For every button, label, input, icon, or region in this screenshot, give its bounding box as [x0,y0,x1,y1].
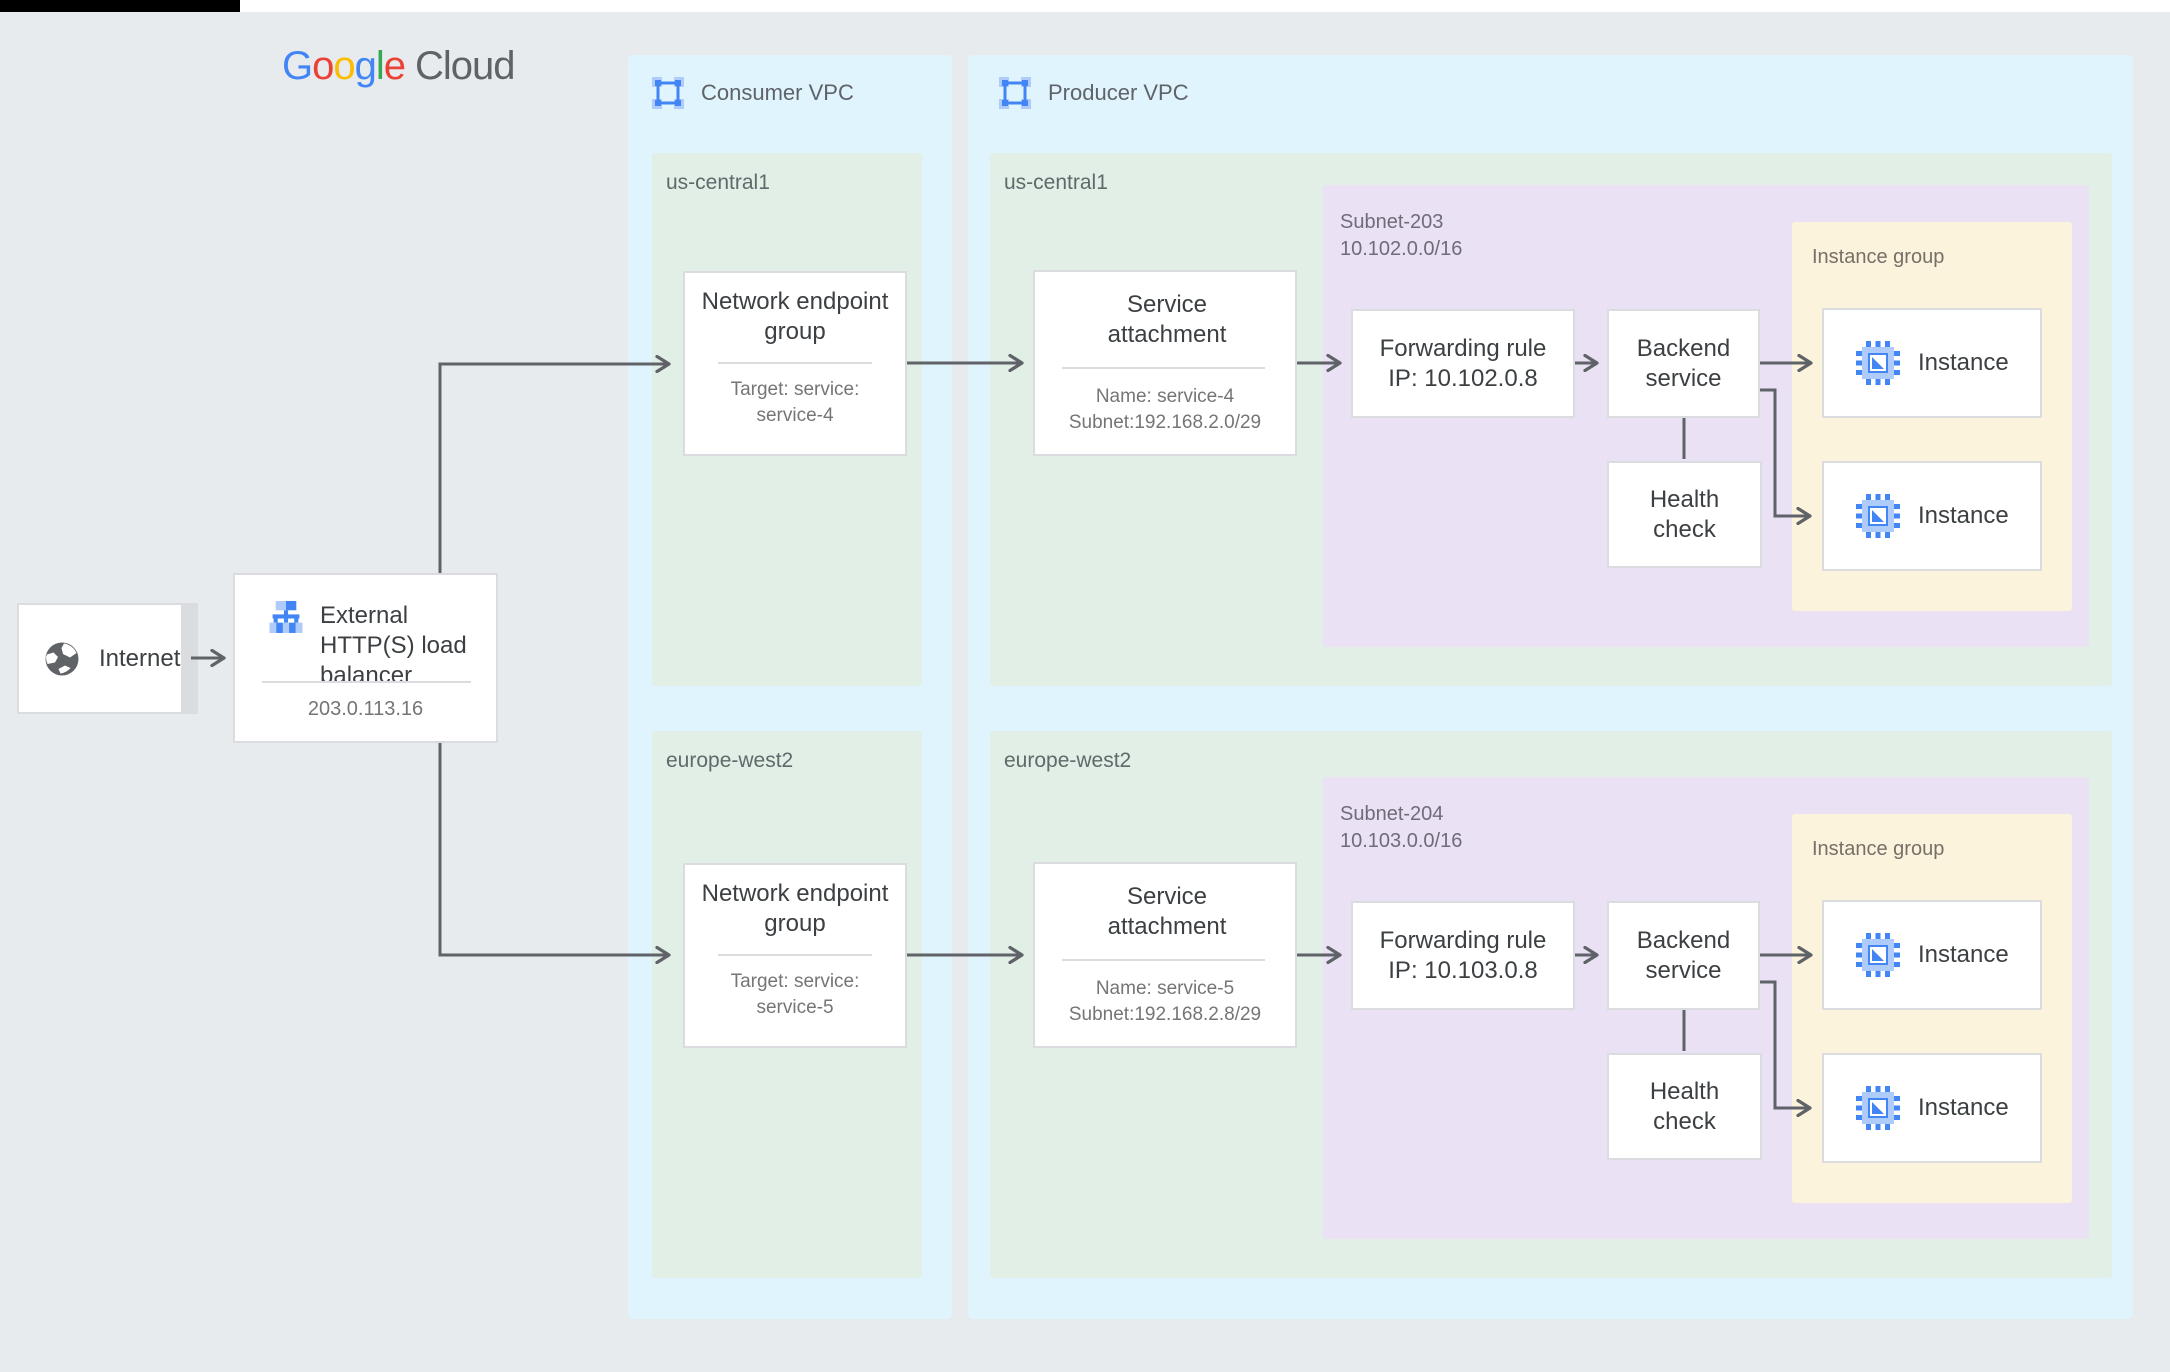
top-black-bar [0,0,240,12]
forwarding-rule-title: Forwarding rule [1379,926,1547,954]
instance-node: Instance [1822,308,2042,418]
vpc-network-icon [999,77,1031,109]
producer-vpc-container: Producer VPC us-central1 Service attachm… [968,55,2133,1319]
instance-label: Instance [1918,349,2009,376]
instance-group-label: Instance group [1812,246,1945,268]
compute-instance-icon [1856,494,1900,538]
region-label: europe-west2 [666,749,794,772]
load-balancer-node: External HTTP(S) load balancer 203.0.113… [233,573,498,743]
region-label: europe-west2 [1004,749,1132,772]
divider [718,954,872,956]
backend-service-label: Backend service [1636,926,1731,984]
health-check-label: Health check [1649,485,1720,543]
load-balancer-title: External HTTP(S) load balancer [320,602,467,689]
backend-service-us-central1: Backend service [1607,309,1760,418]
subnet-name: Subnet-203 [1340,211,1444,233]
service-attachment-europe-west2: Service attachment Name: service-5 Subne… [1033,862,1297,1048]
forwarding-rule-title: Forwarding rule [1379,334,1547,362]
instance-group-europe-west2: Instance group Instance [1792,814,2072,1203]
logo-letter: e [383,44,406,88]
service-attachment-title: Service attachment [1107,883,1227,940]
health-check-us-central1: Health check [1607,461,1762,568]
forwarding-rule-europe-west2: Forwarding rule IP: 10.103.0.8 [1351,901,1575,1010]
instance-node: Instance [1822,900,2042,1010]
instance-node: Instance [1822,1053,2042,1163]
backend-service-europe-west2: Backend service [1607,901,1760,1010]
consumer-vpc-container: Consumer VPC us-central1 Network endpoin… [628,55,952,1319]
load-balancer-icon [269,601,303,633]
subnet-cidr: 10.102.0.0/16 [1340,238,1463,260]
subnet-204: Subnet-204 10.103.0.0/16 Forwarding rule… [1323,777,2089,1239]
divider [262,681,471,683]
neg-target-line2: service-5 [756,997,834,1018]
service-attachment-subnet: Subnet:192.168.2.0/29 [1068,412,1262,433]
forwarding-rule-ip: IP: 10.103.0.8 [1388,956,1538,984]
backend-service-label: Backend service [1636,334,1731,392]
network-endpoint-group-us-central1: Network endpoint group Target: service: … [683,271,907,456]
consumer-vpc-label: Consumer VPC [701,80,854,105]
neg-target-line1: Target: service: [730,971,860,992]
globe-icon [45,642,79,675]
instance-label: Instance [1918,941,2009,968]
compute-instance-icon [1856,933,1900,977]
region-label: us-central1 [1004,171,1108,194]
logo-letter: g [354,44,377,88]
service-attachment-subnet: Subnet:192.168.2.8/29 [1068,1004,1262,1025]
instance-group-label: Instance group [1812,838,1945,860]
logo-letter: G [282,44,313,88]
forwarding-rule-us-central1: Forwarding rule IP: 10.102.0.8 [1351,309,1575,418]
subnet-203: Subnet-203 10.102.0.0/16 Forwarding rule… [1323,185,2089,647]
health-check-label: Health check [1649,1077,1720,1135]
producer-vpc-label: Producer VPC [1048,80,1189,105]
neg-title: Network endpoint group [701,880,889,937]
logo-letter: o [312,44,334,88]
instance-label: Instance [1918,502,2009,529]
load-balancer-ip: 203.0.113.16 [307,698,424,720]
instance-node: Instance [1822,461,2042,571]
logo-letter: o [333,44,355,88]
service-attachment-title: Service attachment [1107,291,1227,348]
subnet-cidr: 10.103.0.0/16 [1340,830,1463,852]
compute-instance-icon [1856,341,1900,385]
logo-cloud-text: Cloud [415,44,516,88]
neg-title: Network endpoint group [701,288,889,345]
internet-label: Internet [99,644,181,672]
instance-label: Instance [1918,1094,2009,1121]
region-label: us-central1 [666,171,770,194]
divider [718,362,872,364]
service-attachment-us-central1: Service attachment Name: service-4 Subne… [1033,270,1297,456]
logo-letter: l [375,44,385,88]
subnet-name: Subnet-204 [1340,803,1444,825]
network-endpoint-group-europe-west2: Network endpoint group Target: service: … [683,863,907,1048]
service-attachment-name: Name: service-4 [1095,386,1235,407]
divider [1062,959,1265,961]
neg-target-line1: Target: service: [730,379,860,400]
forwarding-rule-ip: IP: 10.102.0.8 [1388,364,1538,392]
health-check-europe-west2: Health check [1607,1053,1762,1160]
internet-node: Internet [17,603,183,714]
vpc-network-icon [652,77,684,109]
producer-region-europe-west2: europe-west2 Service attachment Name: se… [990,731,2112,1278]
instance-group-us-central1: Instance group Instance [1792,222,2072,611]
consumer-region-us-central1: us-central1 Network endpoint group Targe… [652,153,922,686]
consumer-region-europe-west2: europe-west2 Network endpoint group Targ… [652,731,922,1278]
service-attachment-name: Name: service-5 [1095,978,1235,999]
producer-region-us-central1: us-central1 Service attachment Name: ser… [990,153,2112,686]
compute-instance-icon [1856,1086,1900,1130]
divider [1062,367,1265,369]
neg-target-line2: service-4 [756,405,834,426]
